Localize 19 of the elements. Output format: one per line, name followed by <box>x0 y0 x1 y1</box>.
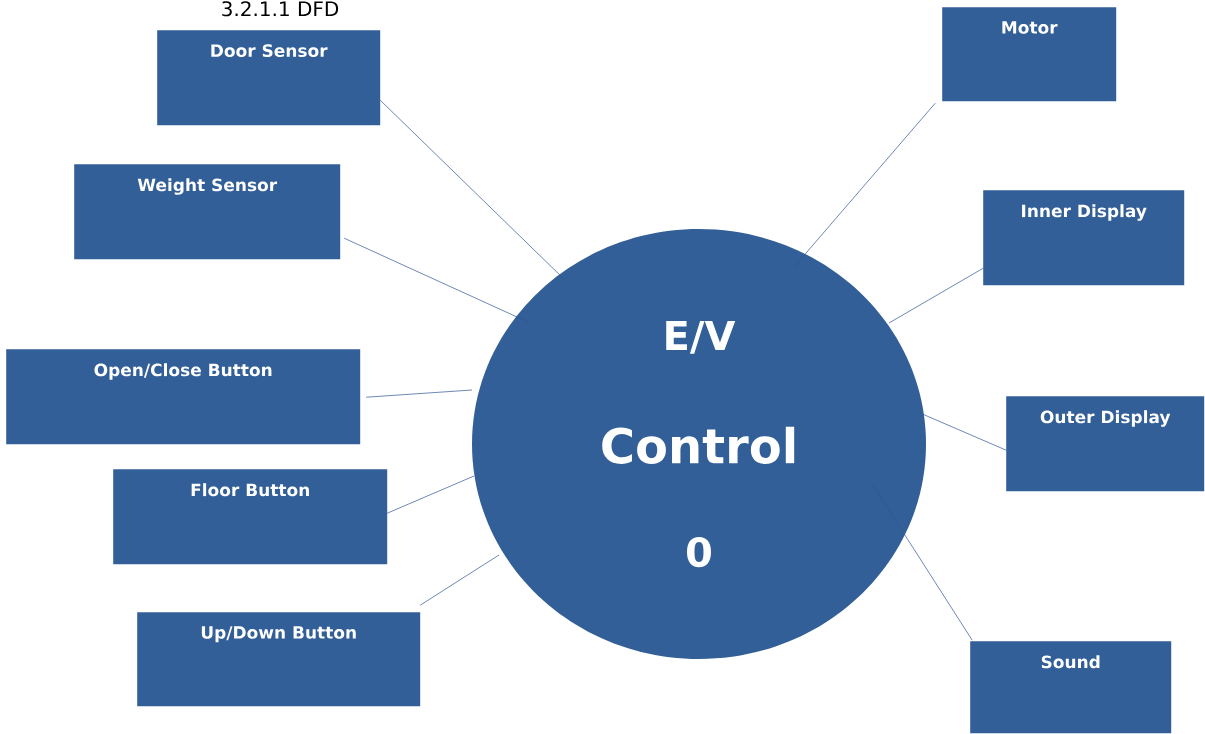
process-box: Motor <box>942 7 1117 102</box>
connector-line <box>379 99 566 281</box>
process-box: Outer Display <box>1006 396 1205 492</box>
connector-line <box>419 554 500 606</box>
connector-line <box>919 412 1007 451</box>
connector-line <box>888 267 984 324</box>
heading: 3.2.1.1 DFD <box>222 1 339 17</box>
connector-line <box>386 475 475 514</box>
process-box: Door Sensor <box>157 30 381 126</box>
process-box: Open/Close Button <box>6 349 361 445</box>
connector-line <box>793 102 936 268</box>
process-box: Floor Button <box>113 469 388 565</box>
connector-line <box>365 389 473 398</box>
process-box: Sound <box>970 641 1172 734</box>
connector-line <box>343 237 529 323</box>
connector-line <box>870 481 973 641</box>
process-box: Weight Sensor <box>74 164 341 260</box>
process-box: Up/Down Button <box>137 612 421 707</box>
process-box: Inner Display <box>983 190 1185 286</box>
